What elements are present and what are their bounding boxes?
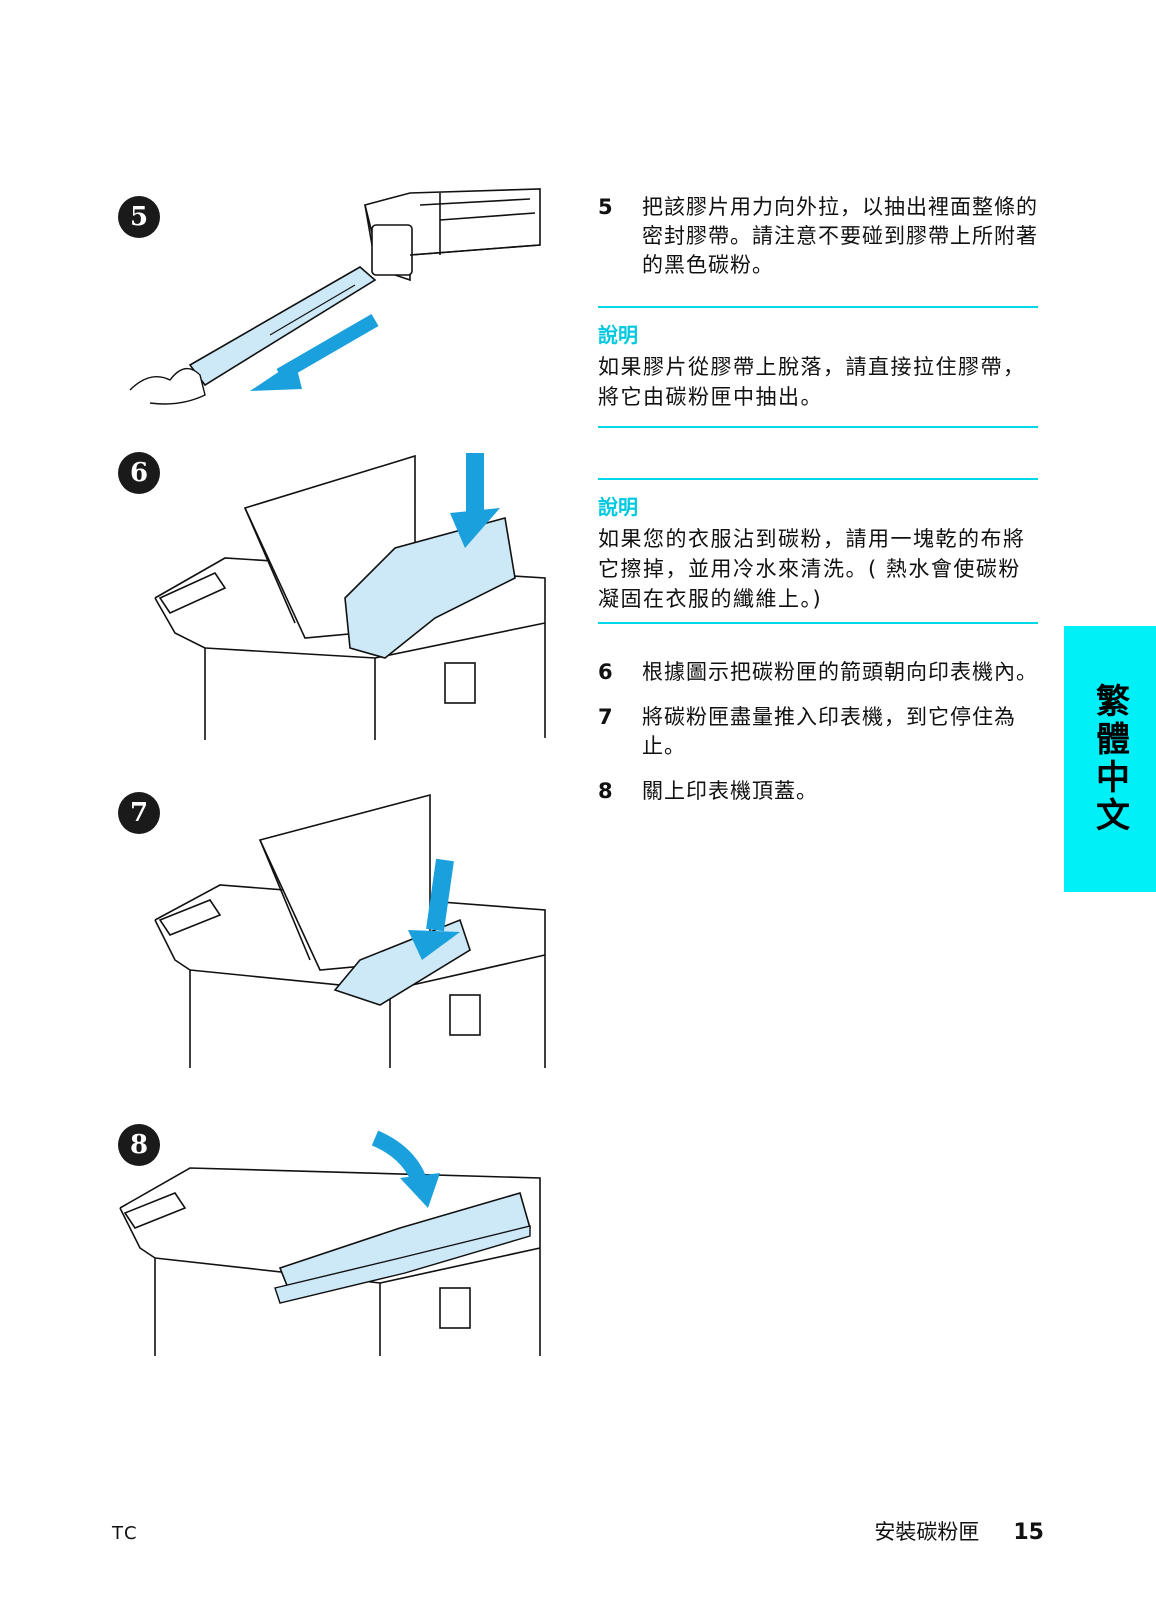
illustration-step-5: [129, 188, 541, 405]
steps-6-8-block: 6 根據圖示把碳粉匣的箭頭朝向印表機內。 7 將碳粉匣盡量推入印表機，到它停住為…: [598, 658, 1038, 806]
step-marker-7: 7: [118, 792, 160, 834]
step-7-text: 將碳粉匣盡量推入印表機，到它停住為止。: [642, 705, 1016, 758]
note-1-heading: 說明: [598, 323, 638, 347]
language-tab: 繁體中文: [1064, 626, 1156, 892]
step-8-number: 8: [598, 779, 614, 803]
footer: 安裝碳粉匣 15: [874, 1516, 1044, 1546]
step-marker-8: 8: [118, 1124, 160, 1166]
note-1: 說明 如果膠片從膠帶上脫落，請直接拉住膠帶，將它由碳粉匣中抽出。: [598, 306, 1038, 428]
step-marker-6: 6: [118, 452, 160, 494]
language-tab-label: 繁體中文: [1089, 683, 1130, 835]
note-2-text: 如果您的衣服沾到碳粉，請用一塊乾的布將它擦掉，並用冷水來清洗。( 熱水會使碳粉凝…: [598, 527, 1026, 611]
step-8-text: 關上印表機頂蓋。: [642, 779, 818, 803]
page-number: 15: [1013, 1520, 1044, 1545]
step-marker-5: 5: [118, 196, 160, 238]
step-5-number: 5: [598, 195, 614, 219]
step-5-text: 把該膠片用力向外拉，以抽出裡面整條的密封膠帶。請注意不要碰到膠帶上所附著的黑色碳…: [642, 195, 1038, 277]
note-1-text: 如果膠片從膠帶上脫落，請直接拉住膠帶，將它由碳粉匣中抽出。: [598, 355, 1026, 409]
step-7-number: 7: [598, 705, 614, 729]
illustration-step-7: [154, 793, 546, 1068]
step-5-block: 5 把該膠片用力向外拉，以抽出裡面整條的密封膠帶。請注意不要碰到膠帶上所附著的黑…: [598, 193, 1038, 280]
footer-lang-code: TC: [112, 1523, 139, 1544]
illustration-step-8: [119, 1130, 541, 1356]
note-2: 說明 如果您的衣服沾到碳粉，請用一塊乾的布將它擦掉，並用冷水來清洗。( 熱水會使…: [598, 478, 1038, 624]
step-6-text: 根據圖示把碳粉匣的箭頭朝向印表機內。: [642, 660, 1038, 684]
illustration-step-6: [154, 453, 546, 740]
note-2-heading: 說明: [598, 495, 638, 519]
footer-section-title: 安裝碳粉匣: [874, 1520, 980, 1544]
step-6-number: 6: [598, 660, 614, 684]
